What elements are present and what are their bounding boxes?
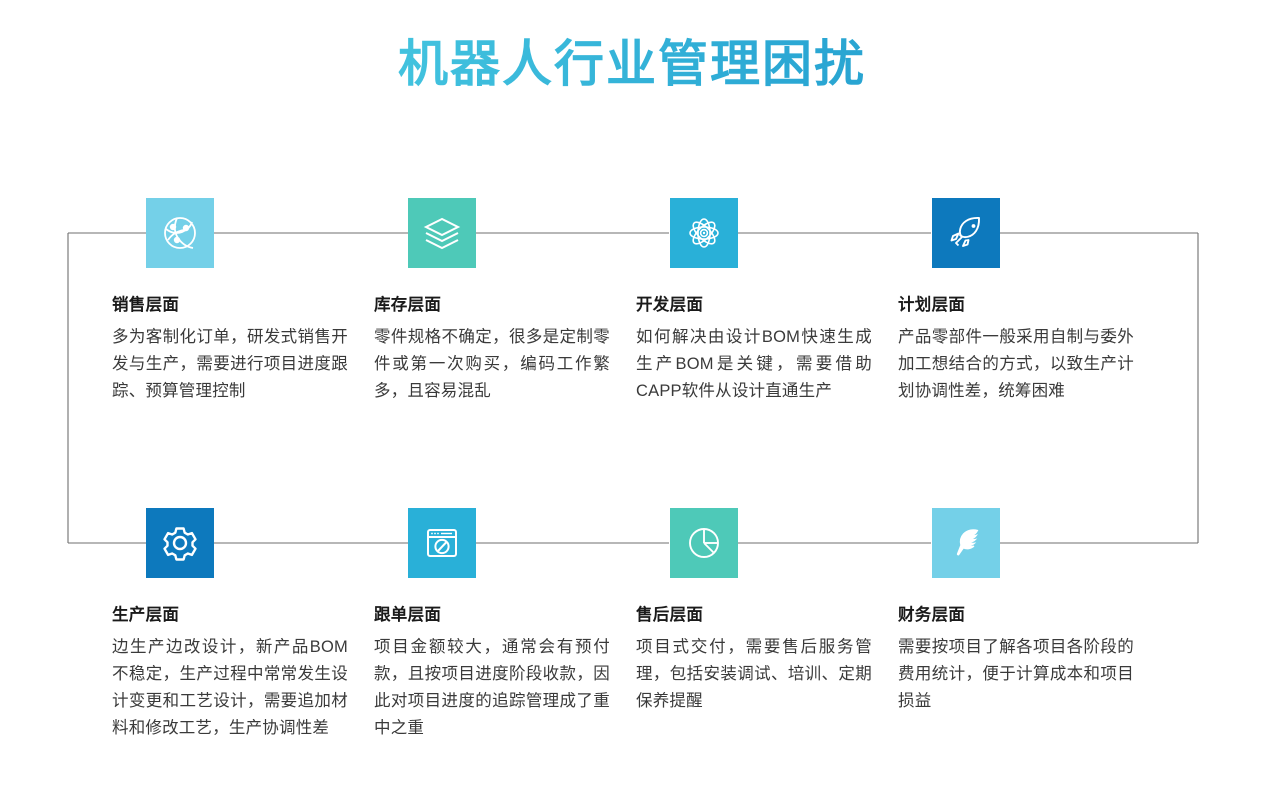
item-description: 需要按项目了解各项目各阶段的费用统计，便于计算成本和项目损益 [898,638,1134,710]
item-description: 项目式交付，需要售后服务管理，包括安装调试、培训、定期保养提醒 [636,638,872,710]
item-title: 财务层面 [898,606,966,624]
item-title: 计划层面 [898,296,966,314]
items-row-top: 销售层面 多为客制化订单，研发式销售开发与生产，需要进行项目进度跟踪、预算管理控… [0,198,1264,405]
item-title: 库存层面 [374,296,442,314]
item-description: 如何解决由设计BOM快速生成生产BOM是关键，需要借助CAPP软件从设计直通生产 [636,328,872,400]
item-title: 生产层面 [112,606,180,624]
item-title: 跟单层面 [374,606,442,624]
item-description: 产品零部件一般采用自制与委外加工想结合的方式，以致生产计划协调性差，统筹困难 [898,328,1134,400]
item-description: 项目金额较大，通常会有预付款，且按项目进度阶段收款，因此对项目进度的追踪管理成了… [374,638,610,737]
browser-compass-icon [408,508,476,578]
item-title: 销售层面 [112,296,180,314]
layers-stack-icon [408,198,476,268]
item-card-inventory[interactable]: 库存层面 零件规格不确定，很多是定制零件或第一次购买，编码工作繁多，且容易混乱 [374,198,636,405]
item-title: 开发层面 [636,296,704,314]
item-card-planning[interactable]: 计划层面 产品零部件一般采用自制与委外加工想结合的方式，以致生产计划协调性差，统… [898,198,1160,405]
gear-icon [146,508,214,578]
item-description: 边生产边改设计，新产品BOM不稳定，生产过程中常常发生设计变更和工艺设计，需要追… [112,638,348,737]
item-description: 多为客制化订单，研发式销售开发与生产，需要进行项目进度跟踪、预算管理控制 [112,328,348,400]
item-card-order-tracking[interactable]: 跟单层面 项目金额较大，通常会有预付款，且按项目进度阶段收款，因此对项目进度的追… [374,508,636,742]
pie-chart-icon [670,508,738,578]
item-card-finance[interactable]: 财务层面 需要按项目了解各项目各阶段的费用统计，便于计算成本和项目损益 [898,508,1160,742]
item-description: 零件规格不确定，很多是定制零件或第一次购买，编码工作繁多，且容易混乱 [374,328,610,400]
globe-network-icon [146,198,214,268]
item-card-after-sales[interactable]: 售后层面 项目式交付，需要售后服务管理，包括安装调试、培训、定期保养提醒 [636,508,898,742]
atom-molecule-icon [670,198,738,268]
page-title: 机器人行业管理困扰 [0,36,1264,94]
item-card-development[interactable]: 开发层面 如何解决由设计BOM快速生成生产BOM是关键，需要借助CAPP软件从设… [636,198,898,405]
item-card-production[interactable]: 生产层面 边生产边改设计，新产品BOM不稳定，生产过程中常常发生设计变更和工艺设… [112,508,374,742]
item-title: 售后层面 [636,606,704,624]
feather-icon [932,508,1000,578]
items-row-bottom: 生产层面 边生产边改设计，新产品BOM不稳定，生产过程中常常发生设计变更和工艺设… [0,508,1264,742]
rocket-icon [932,198,1000,268]
item-card-sales[interactable]: 销售层面 多为客制化订单，研发式销售开发与生产，需要进行项目进度跟踪、预算管理控… [112,198,374,405]
